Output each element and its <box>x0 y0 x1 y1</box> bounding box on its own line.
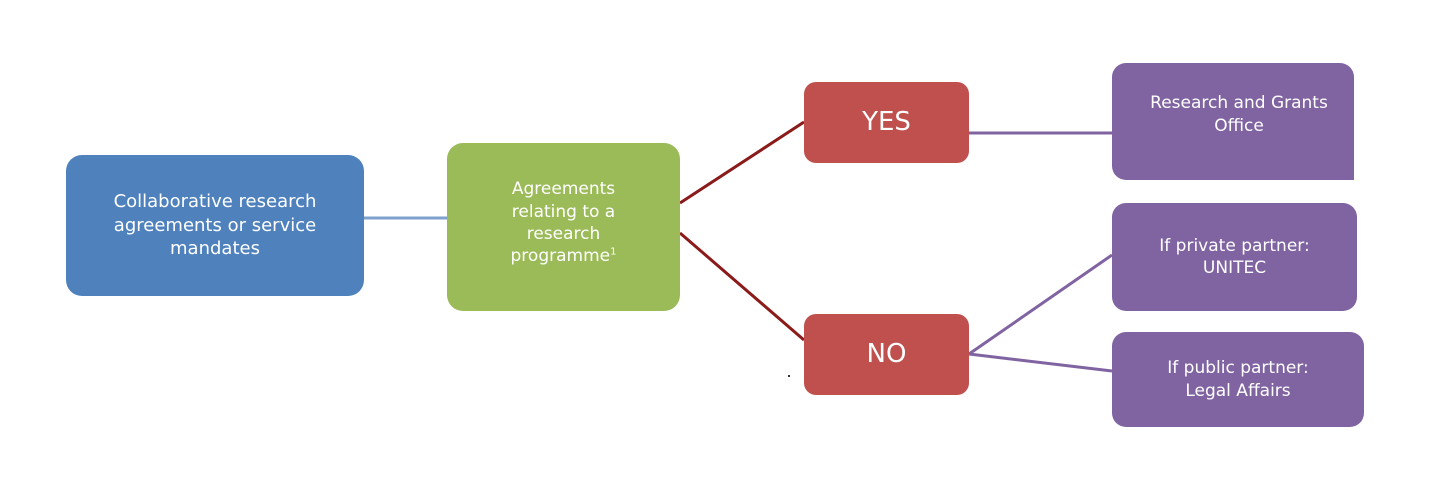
node-line: agreements or service <box>113 214 317 236</box>
node-line: Collaborative research <box>113 190 317 212</box>
node-line: Agreements <box>511 179 616 200</box>
node-text: Collaborative research agreements or ser… <box>114 190 317 261</box>
connector-no-to-private-partner <box>968 253 1113 356</box>
node-line: mandates <box>170 238 260 260</box>
node-line-text: programme <box>510 246 611 267</box>
stray-dot <box>788 375 790 377</box>
node-no: NO <box>804 314 969 395</box>
connector-question-to-yes <box>679 120 805 205</box>
node-line: programme1 <box>511 245 617 267</box>
node-text: Agreements relating to a research progra… <box>511 178 617 268</box>
decision-label: YES <box>862 107 911 138</box>
node-line: relating to a <box>511 201 616 222</box>
node-public-partner: If public partner: Legal Affairs <box>1112 332 1364 427</box>
node-collaborative-research: Collaborative research agreements or ser… <box>66 155 364 296</box>
node-text: If public partner: Legal Affairs <box>1167 357 1308 402</box>
node-research-programme-question: Agreements relating to a research progra… <box>447 143 680 311</box>
node-line: Legal Affairs <box>1185 380 1291 401</box>
node-line: If public partner: <box>1167 358 1309 379</box>
footnote-marker: 1 <box>610 246 617 258</box>
node-line: Office <box>1214 115 1264 136</box>
node-yes: YES <box>804 82 969 163</box>
node-text: Research and Grants Office <box>1150 92 1328 137</box>
decision-label: NO <box>866 339 907 370</box>
node-line: UNITEC <box>1202 258 1267 278</box>
node-line: If private partner: <box>1159 235 1310 256</box>
node-research-grants-office: Research and Grants Office <box>1112 63 1354 180</box>
connector-question-to-no <box>679 231 805 342</box>
node-private-partner: If private partner: UNITEC <box>1112 203 1357 311</box>
node-text: If private partner: UNITEC <box>1159 235 1309 280</box>
connector-no-to-public-partner <box>968 352 1113 373</box>
node-line: research <box>526 224 601 244</box>
node-line: Research and Grants <box>1150 93 1328 114</box>
